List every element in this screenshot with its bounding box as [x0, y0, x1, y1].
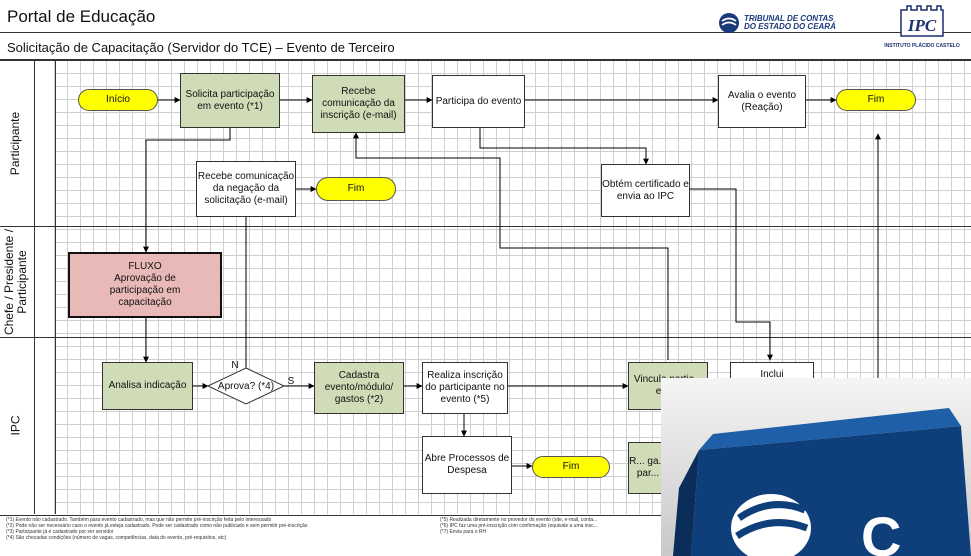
ipc-logo-text: IPC [907, 16, 937, 35]
start-label: Início [106, 94, 130, 105]
footnotes-left: (*1) Evento não cadastrado. Também para … [6, 517, 426, 541]
realiza-label: Realiza inscrição do participante no eve… [425, 370, 505, 405]
fim-top-label: Fim [867, 94, 885, 105]
subtitle-divider [0, 59, 971, 60]
swimlane-frame [0, 60, 971, 516]
label-s-text: S [287, 376, 295, 387]
footnote-3: (*3) Participante já é cadastrado por se… [6, 529, 114, 535]
ipc-logo: IPC INSTITUTO PLÁCIDO CASTELO [874, 2, 970, 49]
tce-name: TRIBUNAL DE CONTAS DO ESTADO DO CEARÁ [744, 15, 836, 31]
lane-divider-2 [0, 337, 971, 338]
fluxo-title: FLUXO [128, 261, 162, 272]
ipc-name: INSTITUTO PLÁCIDO CASTELO [884, 43, 960, 49]
footnote-5: (*5) Realizada diretamente no provedor d… [440, 517, 598, 523]
arrow-solicita-fluxo [143, 128, 231, 253]
footnote-1: (*1) Evento não cadastrado. Também para … [6, 517, 272, 523]
label-n: N [229, 360, 241, 372]
tce-emblem-icon [719, 13, 739, 33]
avalia-label: Avalia o evento (Reação) [727, 89, 797, 113]
arrow-participa-obtem [479, 128, 649, 165]
abre-label: Abre Processos de Despesa [424, 453, 510, 476]
cadastra-step: Cadastra evento/módulo/ gastos (*2) [314, 362, 404, 414]
label-n-text: N [231, 360, 239, 371]
footnote-6: (*6) IPC faz uma pré-inscrição com confi… [440, 523, 598, 529]
fim-top-terminal: Fim [836, 89, 916, 111]
recebe-negacao-step: Recebe comunicação da negação da solicit… [196, 161, 296, 217]
lane-divider-1 [0, 226, 971, 227]
fim-negacao-label: Fim [347, 183, 365, 194]
footnote-7: (*7) Envia para o RH [440, 529, 487, 535]
aprova-decision [206, 367, 286, 405]
tce-name-line1: TRIBUNAL DE CONTAS [744, 14, 834, 23]
recebe-negacao-label: Recebe comunicação da negação da solicit… [197, 171, 295, 206]
solicita-label: Solicita participação em evento (*1) [185, 88, 275, 112]
tce-name-line2: DO ESTADO DO CEARÁ [744, 22, 836, 31]
analisa-step: Analisa indicação [102, 362, 193, 410]
obtem-label: Obtém certificado e envia ao IPC [602, 178, 689, 202]
logo-photo-overlay: C [661, 378, 971, 556]
fim-bottom-terminal: Fim [532, 456, 610, 478]
r-partial-label: R... ga... par... [629, 456, 667, 479]
recebe-inscricao-label: Recebe comunicação da inscrição (e-mail) [320, 86, 397, 121]
aprova-label: Aprova? (*4) [217, 381, 275, 392]
realiza-step: Realiza inscrição do participante no eve… [422, 362, 508, 414]
participa-step: Participa do evento [432, 75, 525, 128]
fim-negacao-terminal: Fim [316, 177, 396, 201]
start-terminal: Início [78, 89, 158, 111]
avalia-step: Avalia o evento (Reação) [718, 75, 806, 128]
aprova-text: Aprova? (*4) [214, 374, 278, 400]
label-s: S [285, 376, 297, 388]
footnotes-right: (*5) Realizada diretamente no provedor d… [440, 517, 662, 535]
obtem-step: Obtém certificado e envia ao IPC [601, 164, 690, 217]
footnote-4: (*4) São checadas condições (número de v… [6, 535, 227, 541]
arrow-vincula-recebe [353, 132, 669, 360]
logo-cube-icon: C [673, 408, 971, 556]
fluxo-aprovacao-box: FLUXO Aprovação de participação em capac… [68, 252, 222, 318]
ipc-castle-icon: IPC [900, 5, 944, 37]
photo-letter: C [861, 505, 901, 556]
fluxo-body: Aprovação de participação em capacitação [109, 273, 181, 308]
process-subtitle: Solicitação de Capacitação (Servidor do … [7, 40, 395, 55]
tce-logo: TRIBUNAL DE CONTAS DO ESTADO DO CEARÁ [718, 12, 836, 34]
solicita-step: Solicita participação em evento (*1) [180, 73, 280, 128]
recebe-inscricao-step: Recebe comunicação da inscrição (e-mail) [312, 75, 405, 133]
fim-bottom-label: Fim [562, 461, 580, 472]
cadastra-label: Cadastra evento/módulo/ gastos (*2) [324, 370, 394, 405]
abre-step: Abre Processos de Despesa [422, 436, 512, 494]
analisa-label: Analisa indicação [108, 380, 187, 391]
portal-title: Portal de Educação [7, 7, 156, 26]
arrow-obtem-inclui [690, 188, 773, 361]
participa-label: Participa do evento [435, 95, 522, 107]
inclui-label: Inclui [760, 369, 784, 380]
footnote-2: (*2) Pode não ser necessário caso o even… [6, 523, 308, 529]
lane-header-column [34, 60, 56, 514]
header-divider [0, 32, 971, 33]
